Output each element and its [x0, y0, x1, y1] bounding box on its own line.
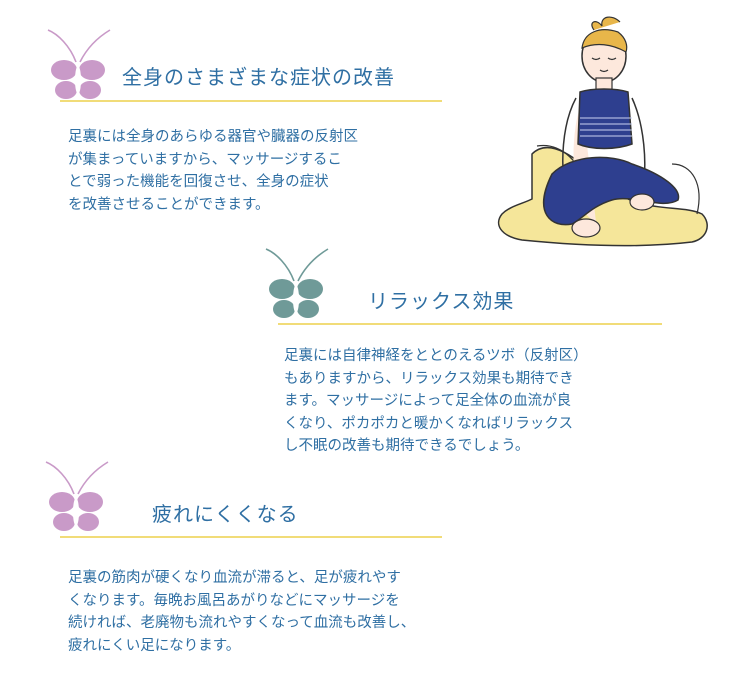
section-title: リラックス効果: [368, 289, 515, 313]
meditating-woman-illustration: [497, 16, 708, 247]
section-body: 足裏の筋肉が硬くなり血流が滞ると、足が疲れやす くなります。毎晩お風呂あがりなど…: [68, 570, 416, 654]
section-title: 疲れにくくなる: [152, 502, 299, 526]
butterfly-pink-icon: [47, 29, 111, 99]
section-body: 足裏には全身のあらゆる器官や臓器の反射区 が集まっていますから、マッサージするこ…: [68, 129, 358, 213]
section-title: 全身のさまざまな症状の改善: [122, 65, 395, 89]
section-divider: [60, 100, 442, 102]
section-divider: [60, 536, 442, 538]
section-divider: [278, 323, 662, 325]
section-body: 足裏には自律神経をととのえるツボ（反射区） もありますから、リラックス効果も期待…: [284, 348, 588, 454]
butterfly-teal-icon: [265, 248, 329, 318]
butterfly-pink-icon: [45, 461, 109, 531]
